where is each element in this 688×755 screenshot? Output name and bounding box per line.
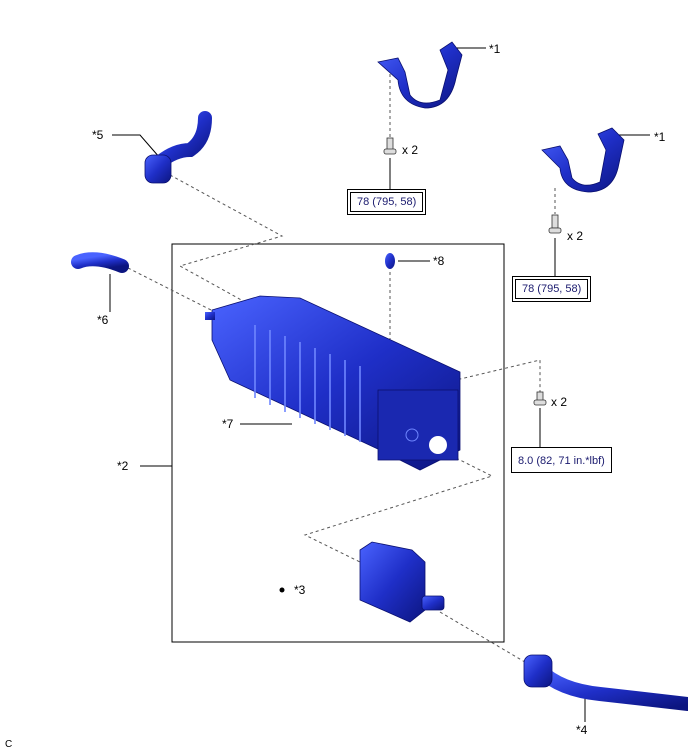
- bolt-quantity-c: x 2: [551, 395, 568, 409]
- marker-dot-icon: [279, 587, 285, 593]
- callout-3: *3: [294, 583, 306, 597]
- hose-part-4: [533, 663, 688, 711]
- hose-connector-4: [523, 654, 553, 688]
- bolt-quantity-a: x 2: [402, 143, 419, 157]
- bolt-icon: [533, 391, 547, 406]
- torque-spec-bracket-b: 78 (795, 58): [512, 276, 592, 302]
- torque-value: 78 (795, 58): [350, 192, 424, 212]
- torque-spec-canister-bolt: 8.0 (82, 71 in.*lbf): [511, 447, 612, 473]
- callout-7: *7: [222, 417, 234, 431]
- callout-8: *8: [433, 254, 445, 268]
- leader-lines: [109, 47, 650, 722]
- torque-value: 78 (795, 58): [515, 279, 589, 299]
- bolt-icon: [383, 137, 397, 155]
- callout-1b: *1: [654, 130, 666, 144]
- callout-1a: *1: [489, 42, 501, 56]
- bolt-icon: [548, 214, 562, 234]
- callout-6: *6: [97, 313, 109, 327]
- figure-code: C: [5, 739, 13, 750]
- hose-connector-5: [144, 154, 172, 184]
- hose-part-6: [71, 252, 129, 273]
- bracket-part-1b: [541, 127, 625, 193]
- bolt-quantity-b: x 2: [567, 229, 584, 243]
- torque-spec-bracket-a: 78 (795, 58): [347, 189, 427, 215]
- bolt-icons: [383, 137, 562, 406]
- canister-part-7: [205, 295, 461, 471]
- clip-part-8: [385, 253, 395, 269]
- callout-5: *5: [92, 128, 104, 142]
- canister-assembly-frame: [171, 243, 505, 643]
- callout-4: *4: [576, 723, 588, 737]
- torque-value: 8.0 (82, 71 in.*lbf): [518, 455, 605, 467]
- hose-part-5: [153, 111, 212, 169]
- callout-2: *2: [117, 459, 129, 473]
- bracket-part-1a: [377, 41, 463, 109]
- valve-part-3: [359, 541, 445, 623]
